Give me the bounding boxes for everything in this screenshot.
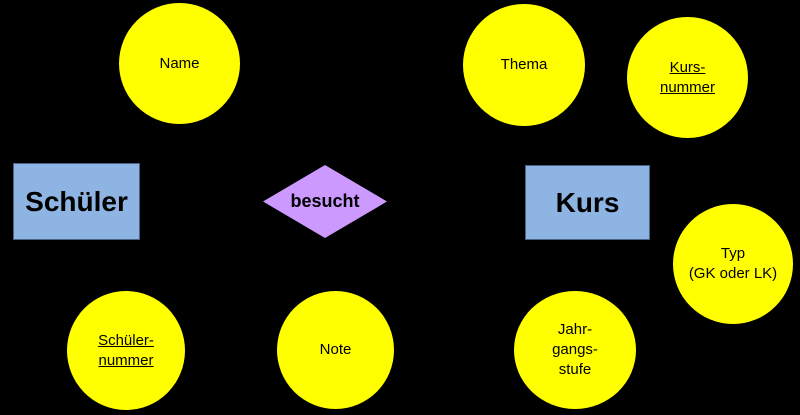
attribute-thema-circle: Thema [463,4,585,126]
attribute-note-label: Note [319,341,352,358]
attribute-typ-label-line2: (GK oder LK) [688,265,778,282]
attribute-jahrgangsstufe-label-line2: gangs- [552,341,598,358]
entity-schueler-label: Schüler [25,185,128,217]
attribute-schuelernummer-circle: Schüler- nummer [67,291,185,410]
attribute-kursnummer-circle: Kurs- nummer [627,17,748,138]
attribute-jahrgangsstufe-label-line1: Jahr- [557,321,593,338]
attribute-thema-label: Thema [500,56,548,73]
entity-schueler-rect: Schüler [13,163,140,240]
attribute-jahrgangsstufe-circle: Jahr- gangs- stufe [514,291,636,409]
attribute-jahrgangsstufe-label-line3: stufe [558,361,592,378]
entity-kurs-label: Kurs [555,186,620,218]
diamond-shape-icon [263,165,387,238]
attribute-kursnummer-label-line2: nummer [659,78,715,96]
attribute-name-label: Name [159,54,200,72]
attribute-schuelernummer-label-line1: Schüler- [98,331,154,349]
attribute-note-circle: Note [277,291,394,409]
relationship-besucht-label: besucht [290,191,360,211]
relationship-besucht-diamond: besucht [263,165,387,238]
attribute-schuelernummer-label-line2: nummer [98,351,154,369]
attribute-typ-label-line1: Typ [720,245,746,262]
attribute-kursnummer-label-line1: Kurs- [669,58,706,76]
entity-kurs-rect: Kurs [525,165,650,240]
attribute-typ-circle: Typ (GK oder LK) [673,204,793,324]
attribute-name-circle: Name [119,3,240,124]
